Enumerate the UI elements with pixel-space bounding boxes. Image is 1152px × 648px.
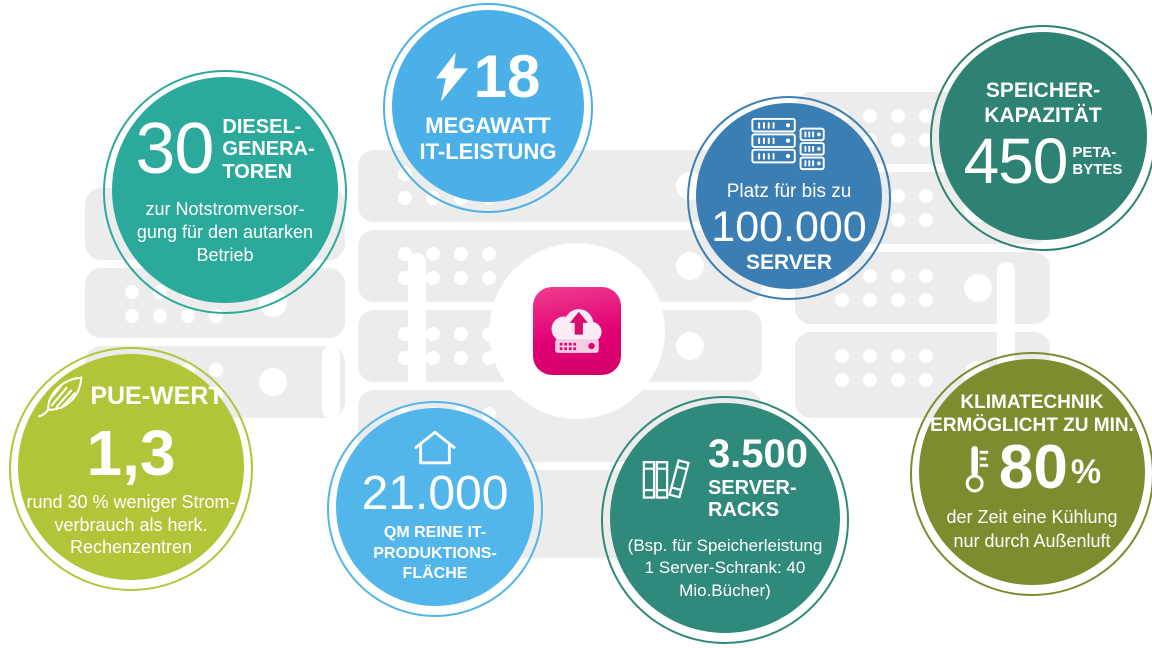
megawatt-label: MEGAWATT IT-LEISTUNG xyxy=(419,113,557,164)
rack-slot-shape xyxy=(322,346,340,418)
cloud-upload-tile xyxy=(533,287,621,375)
speicher-unit: PETA- BYTES xyxy=(1072,143,1123,178)
badge-server-racks: 3.500 SERVER- RACKS (Bsp. für Speicherle… xyxy=(610,403,840,633)
leaf-icon xyxy=(38,376,83,418)
badge-klimatechnik: KLIMATECHNIK ERMÖGLICHT ZU MIN. 80 % der… xyxy=(919,359,1145,585)
badge-it-produktionsflaeche: 21.000 QM REINE IT- PRODUKTIONS- FLÄCHE xyxy=(336,408,534,606)
house-icon xyxy=(414,430,456,465)
badge-pue-wert: PUE-WERT 1,3 rund 30 % weniger Strom- ve… xyxy=(18,354,244,580)
server-racks-icon xyxy=(751,117,825,170)
server-label: SERVER xyxy=(746,250,832,274)
klima-unit: % xyxy=(1070,453,1102,492)
rack-slot-shape xyxy=(408,253,426,387)
flaeche-label: QM REINE IT- PRODUKTIONS- FLÄCHE xyxy=(373,523,497,583)
badge-server-platz: Platz für bis zu 100.000 SERVER xyxy=(696,103,882,289)
megawatt-number: 18 xyxy=(473,43,541,111)
badge-speicher-kapazitaet: SPEICHER- KAPAZITÄT 450 PETA- BYTES xyxy=(939,32,1147,240)
pue-number: 1,3 xyxy=(86,416,176,489)
pue-description: rund 30 % weniger Strom- verbrauch als h… xyxy=(26,491,236,558)
thermometer-icon xyxy=(965,445,989,493)
racks-number: 3.500 xyxy=(707,431,809,476)
diesel-description: zur Notstromversor- gung für den autarke… xyxy=(136,199,314,265)
klima-number: 80 xyxy=(998,433,1068,503)
flaeche-number: 21.000 xyxy=(361,466,509,520)
cloud-upload-server-icon xyxy=(551,309,602,353)
klima-header: KLIMATECHNIK ERMÖGLICHT ZU MIN. xyxy=(930,391,1134,437)
lightning-icon xyxy=(435,52,468,102)
books-icon xyxy=(642,458,690,499)
diesel-label: DIESEL- GENERA- TOREN xyxy=(222,115,315,183)
server-number: 100.000 xyxy=(711,202,867,251)
speicher-number: 450 xyxy=(963,124,1069,197)
server-pre-text: Platz für bis zu xyxy=(726,180,852,202)
klima-description: der Zeit eine Kühlung nur durch Außenluf… xyxy=(946,507,1118,551)
racks-description: (Bsp. für Speicherleistung 1 Server-Schr… xyxy=(627,535,823,600)
speicher-header: SPEICHER- KAPAZITÄT xyxy=(984,79,1102,127)
racks-label: SERVER- RACKS xyxy=(707,476,797,522)
pue-header: PUE-WERT xyxy=(90,382,224,411)
badge-megawatt-it-leistung: 18 MEGAWATT IT-LEISTUNG xyxy=(392,10,584,202)
center-white-disc xyxy=(489,243,665,419)
diesel-number: 30 xyxy=(135,109,214,190)
badge-diesel-generatoren: 30 DIESEL- GENERA- TOREN zur Notstromver… xyxy=(112,77,338,303)
